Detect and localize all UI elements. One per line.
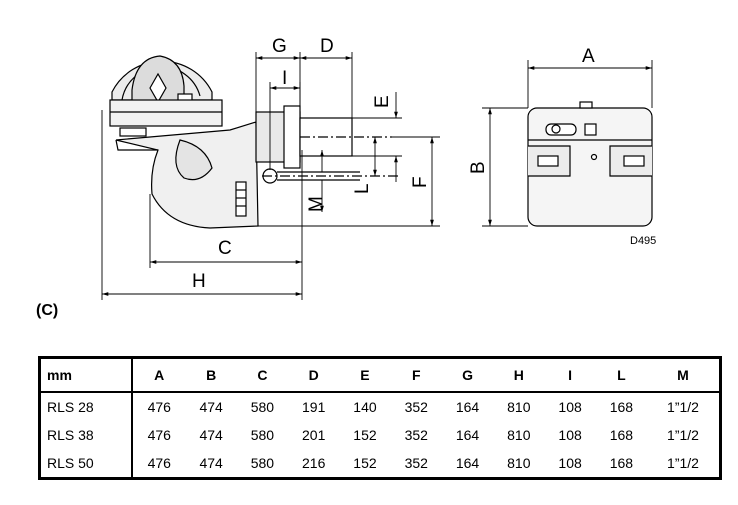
model-cell: RLS 38 [39,420,133,449]
dim-label-l: L [352,183,373,194]
value-cell: 474 [199,398,223,415]
value-cell: 140 [353,398,377,415]
table-row: RLS 28 476 474 580 191 140 352 164 810 1… [39,391,721,421]
column-header: C [236,357,289,393]
column-header: E [339,357,391,393]
side-dimensions [101,52,440,300]
dim-label-b: B [468,161,489,174]
section-label: (C) [36,302,59,319]
dim-label-a: A [582,46,595,67]
column-header: D [288,357,340,393]
value-cell: 1”1/2 [667,398,699,415]
value-cell: 201 [302,426,326,443]
value-cell: 580 [250,454,275,471]
value-cell: 352 [404,426,428,443]
dim-label-m: M [306,196,327,212]
value-cell: 474 [199,454,223,471]
value-cell: 476 [147,454,171,471]
value-cell: 168 [609,426,634,443]
table-row: RLS 50 476 474 580 216 152 352 164 810 1… [39,448,721,479]
value-cell: 108 [558,454,582,471]
value-cell: 216 [302,454,326,471]
dim-label-c: C [218,238,232,259]
value-cell: 108 [558,398,582,415]
column-header: F [390,357,442,393]
column-header: G [441,357,494,393]
value-cell: 1”1/2 [667,426,699,443]
column-header: H [493,357,545,393]
value-cell: 810 [507,426,531,443]
dim-label-f: F [410,176,431,188]
dimensions-table: mm A B C D E F G H I L M RLS 28 476 474 … [38,356,722,480]
dim-label-i: I [282,68,287,89]
front-dimensions [482,60,653,227]
value-cell: 168 [609,398,634,415]
value-cell: 191 [302,398,326,415]
value-cell: 810 [507,398,531,415]
value-cell: 164 [455,454,480,471]
value-cell: 580 [250,398,275,415]
side-view [109,55,400,229]
front-view [527,101,653,227]
unit-header: mm [39,357,133,393]
value-cell: 152 [353,454,377,471]
value-cell: 810 [507,454,531,471]
value-cell: 352 [404,398,428,415]
dim-label-e: E [372,95,393,108]
model-cell: RLS 50 [39,448,133,479]
column-header: M [647,357,721,393]
value-cell: 152 [353,426,377,443]
value-cell: 476 [147,426,171,443]
value-cell: 164 [455,398,480,415]
value-cell: 1”1/2 [667,454,699,471]
burner-dimension-drawing: G D I E L M F C H A B D495 [101,36,656,300]
column-header: B [185,357,237,393]
diamond-shape [149,72,167,104]
model-cell: RLS 28 [39,391,133,421]
dim-label-h: H [192,271,206,292]
value-cell: 164 [455,426,480,443]
value-cell: 476 [147,398,171,415]
table-header-row: mm A B C D E F G H I L M [39,357,721,393]
value-cell: 474 [199,426,223,443]
column-header: I [544,357,596,393]
value-cell: 352 [404,454,428,471]
column-header: L [595,357,648,393]
value-cell: 168 [609,454,634,471]
dim-label-g: G [272,36,287,57]
drawing-reference: D495 [630,235,656,247]
value-cell: 580 [250,426,275,443]
dim-label-d: D [320,36,334,57]
table-row: RLS 38 476 474 580 201 152 352 164 810 1… [39,420,721,449]
value-cell: 108 [558,426,582,443]
column-header: A [132,357,186,393]
